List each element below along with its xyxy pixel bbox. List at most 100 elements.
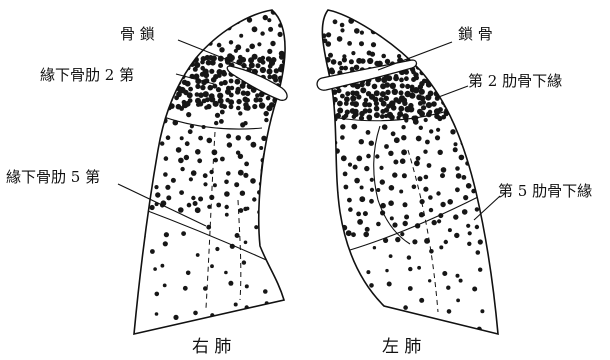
stipple-dot [496, 29, 502, 35]
stipple-dot [366, 154, 371, 159]
stipple-dot [440, 84, 445, 89]
stipple-dot [134, 66, 139, 71]
stipple-dot [471, 64, 476, 69]
stipple-dot [322, 111, 327, 116]
stipple-dot [308, 215, 312, 219]
stipple-dot [392, 222, 397, 227]
stipple-dot [454, 142, 458, 146]
right-rib5-margin [140, 208, 284, 268]
stipple-dot [367, 108, 372, 113]
stipple-dot [224, 191, 230, 197]
stipple-dot [428, 41, 432, 45]
stipple-dot [398, 106, 404, 112]
stipple-dot [365, 81, 370, 86]
stipple-dot [491, 5, 496, 10]
stipple-dot [234, 49, 238, 53]
stipple-dot [225, 205, 229, 209]
stipple-dot [402, 173, 407, 178]
stipple-dot [338, 61, 343, 66]
stipple-dot [468, 99, 474, 105]
stipple-dot [391, 105, 397, 111]
stipple-dot [366, 270, 370, 274]
stipple-dot [311, 312, 315, 316]
stipple-dot [493, 94, 499, 100]
stipple-dot [208, 85, 214, 91]
stipple-dot [205, 55, 210, 60]
stipple-dot [441, 167, 447, 173]
stipple-dot [319, 124, 323, 128]
stipple-dot [372, 84, 378, 90]
stipple-dot [405, 84, 410, 89]
stipple-dot [152, 68, 157, 73]
stipple-dot [213, 101, 219, 107]
stipple-dot [346, 230, 352, 236]
stipple-dot [142, 186, 146, 190]
stipple-dot [385, 269, 388, 272]
stipple-dot [205, 97, 210, 102]
stipple-dot [195, 207, 201, 213]
stipple-dot [440, 61, 445, 66]
stipple-dot [442, 6, 446, 10]
stipple-dot [485, 130, 490, 135]
stipple-dot [491, 58, 497, 64]
stipple-dot [323, 280, 327, 284]
stipple-dot [166, 63, 171, 68]
stipple-dot [148, 10, 153, 15]
stipple-dot [344, 185, 349, 190]
stipple-dot [246, 135, 252, 141]
stipple-dot [347, 41, 352, 46]
stipple-dot [178, 207, 184, 213]
stipple-dot [308, 164, 313, 169]
stipple-dot [222, 80, 227, 85]
stipple-dot [158, 98, 164, 104]
stipple-dot [441, 20, 446, 25]
stipple-dot [475, 95, 480, 100]
stipple-dot [429, 21, 434, 26]
stipple-dot [392, 172, 397, 177]
stipple-dot [127, 139, 131, 143]
stipple-dot [423, 150, 427, 154]
stipple-dot [159, 104, 165, 110]
stipple-dot [412, 239, 417, 244]
stipple-dot [340, 135, 345, 140]
stipple-dot [428, 195, 433, 200]
stipple-dot [175, 5, 180, 10]
stipple-dot [349, 59, 354, 64]
stipple-dot [428, 60, 434, 66]
stipple-dot [247, 5, 252, 10]
stipple-dot [219, 9, 224, 14]
stipple-dot [419, 81, 424, 86]
stipple-dot [165, 185, 170, 190]
stipple-dot [359, 82, 364, 87]
stipple-dot [216, 203, 221, 208]
stipple-dot [313, 68, 318, 73]
stipple-dot [440, 173, 445, 178]
stipple-dot [309, 21, 314, 26]
stipple-dot [447, 199, 453, 205]
stipple-dot [191, 170, 197, 176]
stipple-dot [400, 18, 405, 23]
stipple-dot [134, 92, 140, 98]
stipple-dot [210, 60, 216, 66]
stipple-dot [367, 11, 371, 15]
stipple-dot [401, 125, 405, 129]
stipple-dot [127, 60, 133, 66]
stipple-dot [468, 96, 473, 101]
stipple-dot [147, 80, 153, 86]
stipple-dot [482, 111, 488, 117]
stipple-dot [188, 87, 193, 92]
stipple-dot [354, 4, 359, 9]
stipple-dot [211, 77, 217, 83]
stipple-dot [480, 154, 485, 159]
stipple-dot [273, 119, 279, 125]
stipple-dot [146, 95, 152, 101]
stipple-dot [318, 212, 322, 216]
stipple-dot [432, 220, 437, 225]
stipple-dot [230, 86, 235, 91]
stipple-dot [153, 267, 157, 271]
stipple-dot [408, 106, 414, 112]
stipple-dot [490, 104, 495, 109]
right-dashed-line-2 [238, 200, 241, 300]
stipple-dot [441, 80, 446, 85]
stipple-dot [400, 232, 404, 236]
